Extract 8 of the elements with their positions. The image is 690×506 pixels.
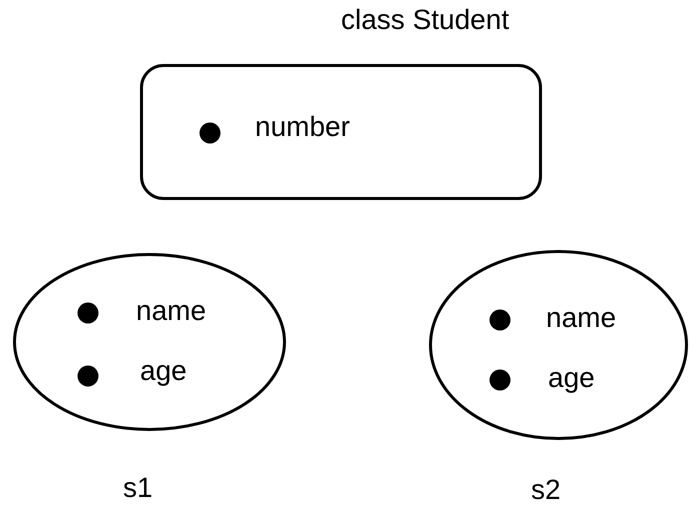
attribute-label: age	[140, 355, 187, 387]
attribute-label: name	[546, 302, 616, 334]
attribute-label: name	[136, 295, 206, 327]
instance-label: s2	[531, 474, 561, 506]
class-heading: class Student	[341, 4, 510, 36]
attribute-label: number	[255, 111, 350, 143]
attribute-label: age	[548, 362, 595, 394]
instance-label: s1	[123, 472, 153, 504]
